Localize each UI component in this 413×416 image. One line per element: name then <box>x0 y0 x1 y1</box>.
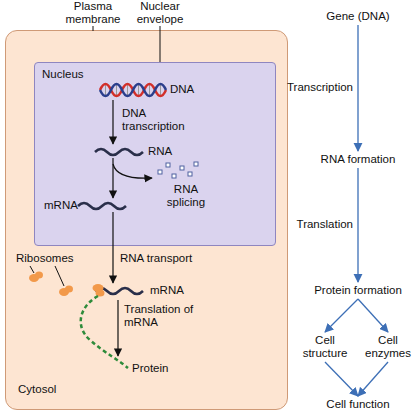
region-label: Cytosol <box>18 383 56 396</box>
flow-step: Cell function <box>313 398 403 411</box>
flow-arrow <box>358 362 388 396</box>
molecule-label: DNA <box>170 83 194 96</box>
mrna-strand <box>95 288 143 294</box>
dna-rungs <box>106 85 161 95</box>
fragment <box>158 170 162 174</box>
ribosome-subunit <box>65 286 73 293</box>
ribosome-subunit <box>96 290 105 297</box>
transport-arrow <box>112 212 113 283</box>
edge-label: Transcription <box>243 81 353 94</box>
leader-line <box>93 26 94 31</box>
flow-arrow <box>325 362 358 396</box>
step-text: Cell enzymes <box>362 334 413 360</box>
cell-outline: Cytosol Nucleus <box>5 30 288 410</box>
fragment <box>166 163 170 167</box>
ribosome <box>93 284 105 297</box>
ribosome <box>29 272 43 283</box>
step-text: Cell structure <box>297 334 353 360</box>
spliced-fragments <box>158 162 198 178</box>
step-text: Protein formation <box>301 284 413 297</box>
ribosome-subunit <box>29 274 39 282</box>
fragment <box>194 162 198 166</box>
splicing-arrow <box>113 164 152 178</box>
region-label: Nucleus <box>42 68 84 81</box>
ribosome-subunit <box>93 284 104 292</box>
flow-arrow <box>357 25 358 151</box>
fragment <box>188 172 192 176</box>
leader-line <box>160 26 161 62</box>
flow-step: Protein formation <box>301 284 413 297</box>
flow-arrow <box>325 299 358 332</box>
flow-arrow <box>358 299 388 332</box>
part-label: Ribosomes <box>16 252 74 265</box>
process-label: DNA transcription <box>122 107 197 133</box>
molecule-label: mRNA <box>150 284 184 297</box>
process-arrow <box>112 158 113 198</box>
process-label: RNA splicing <box>160 183 212 209</box>
process-arrow <box>117 300 118 356</box>
part-label: Nuclear envelope <box>125 0 195 26</box>
flow-step: Cell enzymes <box>362 334 413 360</box>
part-label: Plasma membrane <box>58 0 128 26</box>
flow-step: Cell structure <box>297 334 353 360</box>
flow-arrow <box>357 168 358 282</box>
molecule-label: Protein <box>132 362 168 375</box>
step-text: Gene (DNA) <box>313 10 403 23</box>
ribosome-subunit <box>59 288 69 296</box>
fragment <box>172 174 176 178</box>
step-text: RNA formation <box>308 153 408 166</box>
mrna-strand <box>78 203 126 209</box>
fragment <box>180 166 184 170</box>
ribosome <box>59 286 73 297</box>
flow-step: RNA formation <box>308 153 408 166</box>
dna-strand <box>100 84 166 96</box>
ribosome-subunit <box>35 272 43 279</box>
process-label: Translation of mRNA <box>124 303 209 329</box>
leader-line <box>30 266 34 273</box>
molecule-label: mRNA <box>44 199 78 212</box>
dna-strand <box>100 84 166 96</box>
step-text: Cell function <box>313 398 403 411</box>
process-arrow <box>112 100 113 144</box>
molecule-label: RNA <box>148 145 172 158</box>
process-label: RNA transport <box>120 252 192 265</box>
leader-line <box>55 266 64 286</box>
edge-label: Translation <box>243 218 353 231</box>
protein-chain <box>81 296 128 368</box>
flow-step: Gene (DNA) <box>313 10 403 23</box>
rna-strand <box>95 149 143 155</box>
